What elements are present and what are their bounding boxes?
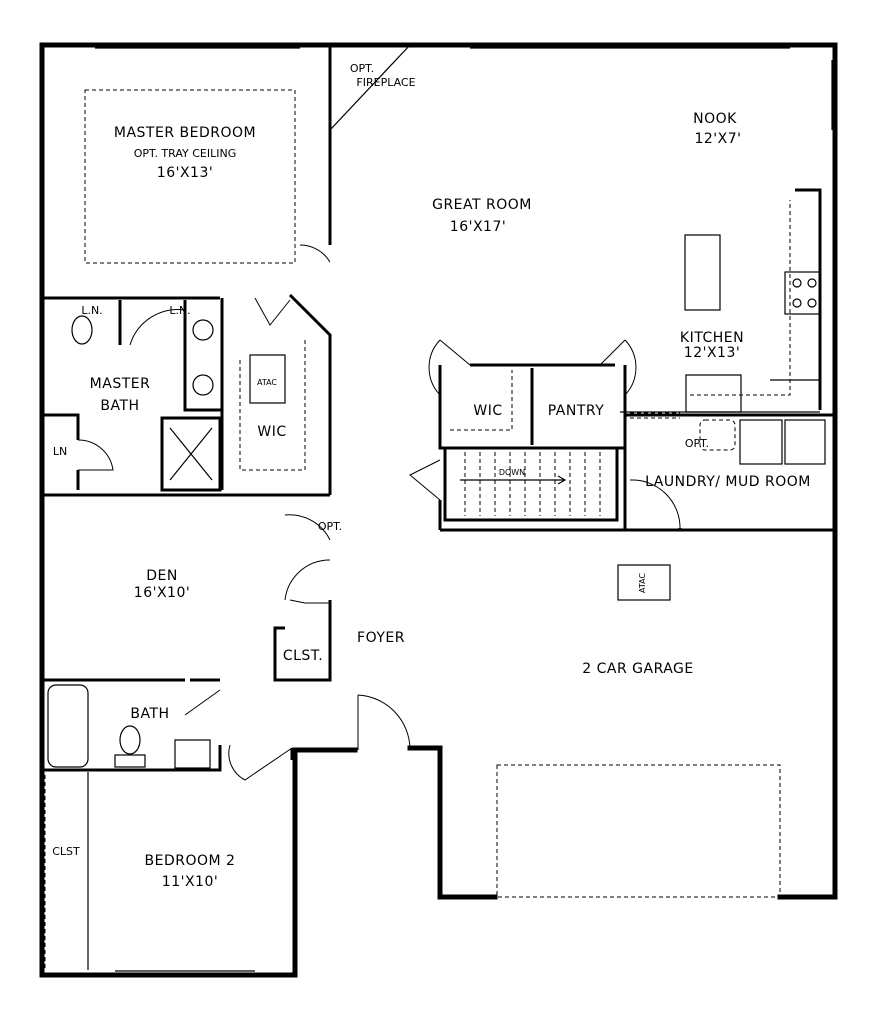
laundry-label: LAUNDRY/ MUD ROOM	[645, 474, 811, 490]
atac-label: ATAC	[257, 378, 277, 387]
den-opt-label: OPT.	[318, 520, 342, 533]
atac-label: ATAC	[638, 573, 647, 593]
bedroom2-label: BEDROOM 2	[145, 853, 236, 869]
opt-sink	[699, 419, 736, 451]
exterior-walls	[39, 42, 838, 978]
interior-walls	[42, 44, 835, 772]
master-bedroom-note: OPT. TRAY CEILING	[134, 147, 237, 160]
atac-unit	[249, 354, 286, 404]
washer	[739, 419, 783, 465]
fridge	[685, 374, 742, 413]
closet-label: CLST.	[283, 648, 323, 664]
kitchen-sink-icon	[684, 234, 721, 311]
linen-label: L.N.	[169, 304, 190, 317]
linen-label: LN	[53, 445, 67, 458]
nook-label: NOOK	[693, 111, 737, 127]
dashed-details	[44, 89, 791, 970]
sink-icon	[192, 319, 214, 341]
room-labels: MASTER BEDROOM OPT. TRAY CEILING 16'X13'…	[52, 62, 811, 890]
kitchen-size: 12'X13'	[684, 345, 740, 361]
master-wic-label: WIC	[257, 424, 286, 440]
linen-label: L.N.	[81, 304, 102, 317]
bath-label: BATH	[130, 706, 169, 722]
bathtub-icon	[47, 684, 89, 768]
stairs-label: DOWN	[499, 468, 525, 477]
nook-size: 12'X7'	[694, 131, 741, 147]
range-icon	[784, 271, 821, 315]
sink-icon	[192, 374, 214, 396]
doors	[77, 244, 681, 781]
master-bedroom-size: 16'X13'	[157, 165, 213, 181]
pantry-label: PANTRY	[548, 403, 605, 419]
master-bedroom-label: MASTER BEDROOM	[114, 125, 256, 141]
great-room-label: GREAT ROOM	[432, 197, 532, 213]
garage-label: 2 CAR GARAGE	[582, 661, 694, 677]
master-bath-label-2: BATH	[100, 398, 139, 414]
bedroom2-size: 11'X10'	[162, 874, 218, 890]
wic-label: WIC	[473, 403, 502, 419]
atac-unit	[617, 564, 671, 601]
great-room-size: 16'X17'	[450, 219, 506, 235]
fireplace-label-2: FIREPLACE	[356, 76, 415, 89]
opt-sink-label: OPT.	[685, 437, 709, 450]
den-label: DEN	[146, 568, 178, 584]
kitchen-label: KITCHEN	[680, 330, 744, 346]
toilet-icon	[119, 725, 141, 755]
fireplace-label-1: OPT.	[350, 62, 374, 75]
den-size: 16'X10'	[134, 585, 190, 601]
closet-label: CLST	[52, 845, 80, 858]
toilet-icon	[71, 315, 93, 345]
fixtures	[47, 234, 826, 769]
master-bath-label-1: MASTER	[90, 376, 151, 392]
foyer-label: FOYER	[357, 630, 405, 646]
dryer	[784, 419, 826, 465]
stairs	[460, 452, 601, 516]
sink-icon	[174, 739, 211, 769]
